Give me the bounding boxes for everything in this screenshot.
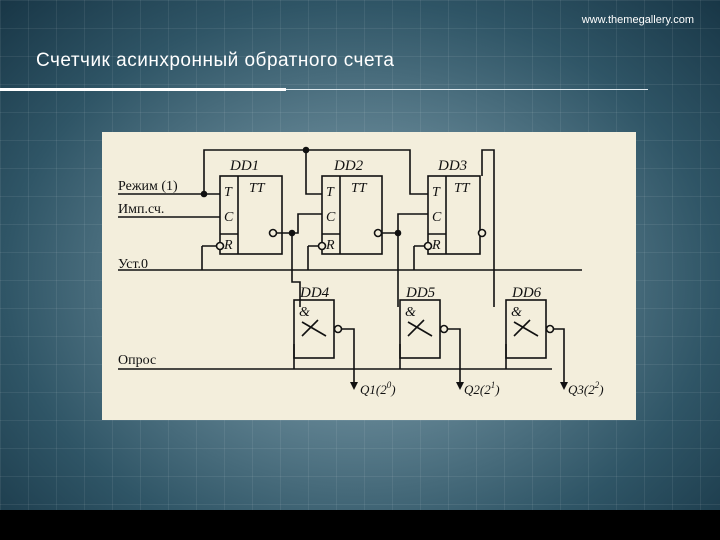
wire-dd1-to-dd4 [291, 233, 301, 307]
trigger-dd2: DD2 TT T C R [321, 158, 383, 255]
trigger-dd3: DD3 TT T C R [427, 158, 481, 255]
wire-dd1-to-dd2-clock [277, 213, 322, 234]
wire-dd3-to-dd6 [481, 149, 495, 307]
wire-q1 [342, 328, 355, 384]
wire-poll-to-gates [293, 344, 507, 369]
trigger-dd3-r-pin: R [431, 238, 441, 253]
trigger-dd2-r-pin: R [325, 238, 335, 253]
gate-dd4: DD4 & [293, 285, 343, 359]
title-rule-thin [286, 89, 648, 90]
wire-mode-bus [203, 149, 428, 195]
gate-dd4-symbol: & [299, 305, 310, 320]
gate-dd6-name: DD6 [511, 285, 542, 301]
trigger-dd1-r-pin: R [223, 238, 233, 253]
trigger-dd2-t-pin: T [326, 185, 335, 200]
gate-dd6: DD6 & [505, 285, 555, 359]
dd2-inverted-output [373, 228, 383, 238]
gate-dd6-symbol: & [511, 305, 522, 320]
signal-clock-label: Имп.сч. [118, 202, 164, 217]
circuit-diagram: Режим (1) Имп.сч. Уст.0 Опрос DD1 TT T C… [118, 146, 604, 397]
trigger-dd3-t-pin: T [432, 185, 441, 200]
slide: www.themegallery.com Счетчик асинхронный… [0, 0, 720, 510]
gate-dd5-name: DD5 [405, 285, 436, 301]
trigger-dd1-t-pin: T [224, 185, 233, 200]
title-rule-thick [0, 88, 286, 91]
trigger-dd2-type: TT [351, 181, 368, 196]
junction-mode [200, 190, 208, 198]
inverted-reset-dd1 [215, 241, 225, 251]
website-url: www.themegallery.com [581, 14, 694, 26]
output-q2-label: Q2(21) [464, 380, 500, 397]
trigger-dd3-c-pin: C [432, 210, 442, 225]
dd1-inverted-output [268, 228, 278, 238]
circuit-figure: Режим (1) Имп.сч. Уст.0 Опрос DD1 TT T C… [102, 132, 636, 420]
output-q1-label: Q1(20) [360, 380, 396, 397]
signal-poll-label: Опрос [118, 353, 156, 368]
slide-title: Счетчик асинхронный обратного счета [36, 50, 395, 71]
trigger-dd1-c-pin: C [224, 210, 234, 225]
signal-reset-label: Уст.0 [118, 257, 148, 272]
arrow-q1 [350, 382, 358, 390]
bottom-black-bar [0, 510, 720, 540]
wire-mode-to-dd2 [305, 150, 322, 195]
wire-dd2-to-dd3-clock [382, 213, 428, 234]
wire-q2 [448, 328, 461, 384]
trigger-dd3-type: TT [454, 181, 471, 196]
dd3-inverted-output [477, 228, 487, 238]
inverted-reset-dd3 [423, 241, 433, 251]
gate-dd5-symbol: & [405, 305, 416, 320]
inverted-reset-dd2 [317, 241, 327, 251]
signal-mode-label: Режим (1) [118, 179, 178, 194]
junction-mode-dd2 [302, 146, 310, 154]
output-q3-label: Q3(22) [568, 380, 604, 397]
trigger-dd1-type: TT [249, 181, 266, 196]
gate-dd4-name: DD4 [299, 285, 330, 301]
trigger-dd3-name: DD3 [437, 158, 467, 174]
wire-q3 [554, 328, 565, 384]
trigger-dd1: DD1 TT T C R [219, 158, 283, 255]
trigger-dd2-name: DD2 [333, 158, 364, 174]
trigger-dd1-name: DD1 [229, 158, 259, 174]
trigger-dd2-c-pin: C [326, 210, 336, 225]
arrow-q2 [456, 382, 464, 390]
gate-dd5: DD5 & [399, 285, 449, 359]
arrow-q3 [560, 382, 568, 390]
